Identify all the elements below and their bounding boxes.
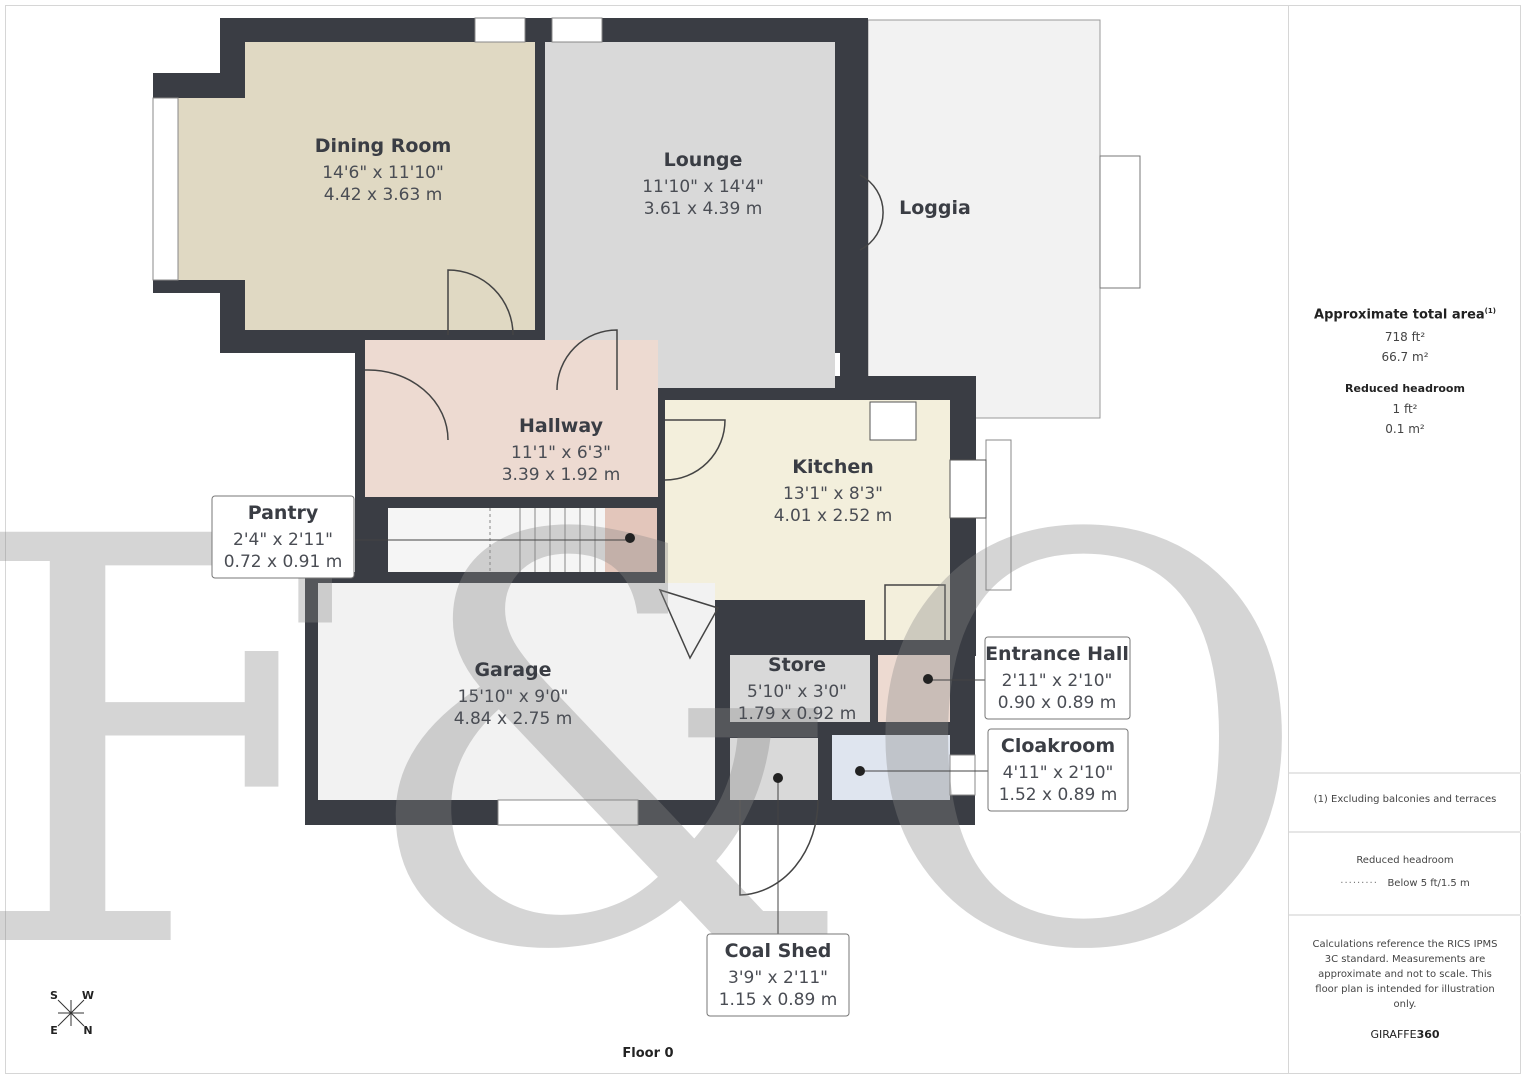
room-name: Coal Shed [725, 940, 832, 962]
loggia-window [1099, 155, 1141, 289]
entrance-hall [878, 655, 950, 722]
room-name: Garage [474, 659, 551, 681]
door-swing [884, 584, 946, 640]
room-dim-imperial: 2'11" x 2'10" [1002, 671, 1113, 691]
total-area-ft: 718 ft² [1384, 330, 1426, 345]
room-dim-imperial: 2'4" x 2'11" [233, 530, 333, 550]
room-dim-metric: 3.61 x 4.39 m [644, 199, 763, 219]
room-name: Cloakroom [1001, 735, 1115, 757]
room-dim-imperial: 11'1" x 6'3" [511, 443, 611, 463]
room-dim-imperial: 4'11" x 2'10" [1003, 763, 1114, 783]
total-area-title: Approximate total area [1314, 307, 1485, 323]
door-swing [739, 799, 819, 896]
room-dim-imperial: 5'10" x 3'0" [747, 682, 847, 702]
leader-dot [855, 766, 865, 776]
cloakroom [832, 735, 950, 800]
reduced-headroom-m: 0.1 m² [1385, 422, 1425, 437]
floor-plan: F&O Dining Room 14'6" x 11'10" 4.42 x 3.… [0, 17, 1288, 1073]
room-dim-metric: 4.42 x 3.63 m [324, 185, 443, 205]
kitchen [665, 400, 950, 640]
room-dim-metric: 1.52 x 0.89 m [999, 785, 1118, 805]
room-dim-imperial: 13'1" x 8'3" [783, 484, 883, 504]
footnote-ref: (1) [1484, 307, 1496, 315]
door-swing [556, 329, 618, 391]
room-dim-imperial: 3'9" x 2'11" [728, 968, 828, 988]
compass-icon [57, 999, 85, 1027]
window [949, 754, 976, 796]
door-swing [364, 369, 449, 441]
leader-dot [773, 773, 783, 783]
sink [949, 459, 987, 519]
disclaimer: Calculations reference the RICS IPMS 3C … [1312, 939, 1498, 1010]
room-dim-metric: 1.15 x 0.89 m [719, 990, 838, 1010]
window [152, 97, 179, 281]
room-name: Store [768, 654, 826, 676]
room-name: Kitchen [792, 456, 874, 478]
reduced-headroom-title: Reduced headroom [1345, 382, 1465, 396]
door-swing [658, 588, 720, 660]
brand-logo: GIRAFFE360 [1289, 1028, 1521, 1041]
window [497, 799, 639, 826]
leader-dot [923, 674, 933, 684]
compass-s: S [50, 989, 58, 1002]
page-frame [5, 5, 1521, 1074]
window [551, 17, 603, 43]
window [474, 17, 526, 43]
compass-n: N [83, 1024, 92, 1037]
label-box [706, 933, 850, 1017]
reduced-headroom-ft: 1 ft² [1392, 402, 1418, 417]
dining-room [178, 42, 535, 330]
label-box [987, 728, 1129, 812]
room-dim-metric: 3.39 x 1.92 m [502, 465, 621, 485]
room-dim-metric: 4.01 x 2.52 m [774, 506, 893, 526]
room-dim-metric: 4.84 x 2.75 m [454, 709, 573, 729]
room-dim-metric: 1.79 x 0.92 m [738, 704, 857, 724]
room-name: Hallway [519, 415, 604, 437]
divider [1289, 831, 1521, 833]
total-area-m: 66.7 m² [1381, 350, 1429, 365]
coal-shed [730, 738, 818, 800]
hob [869, 401, 917, 441]
window [985, 439, 1012, 591]
room-name: Pantry [248, 502, 319, 524]
legend-item: ········· Below 5 ft/1.5 m [1340, 878, 1470, 889]
lounge [545, 42, 835, 388]
wall [840, 50, 868, 390]
compass-w: W [82, 989, 94, 1002]
label-box [984, 636, 1131, 720]
brand-a: GIRAFFE [1370, 1028, 1417, 1041]
door-swing [664, 419, 726, 481]
room-name: Entrance Hall [985, 643, 1129, 665]
legend-item-label: Below 5 ft/1.5 m [1387, 878, 1470, 889]
room-name: Loggia [899, 197, 971, 219]
brand-b: 360 [1416, 1028, 1440, 1041]
divider [1289, 914, 1521, 916]
room-dim-imperial: 14'6" x 11'10" [322, 163, 444, 183]
room-name: Dining Room [315, 135, 452, 157]
legend-title: Reduced headroom [1356, 855, 1454, 866]
door-swing [447, 269, 514, 336]
leader-dot [625, 533, 635, 543]
door-swing [859, 174, 884, 251]
divider [1289, 772, 1521, 774]
room-dim-metric: 0.72 x 0.91 m [224, 552, 343, 572]
room-name: Lounge [664, 149, 743, 171]
compass-e: E [50, 1024, 58, 1037]
room-dim-metric: 0.90 x 0.89 m [998, 693, 1117, 713]
total-area: Approximate total area(1) 718 ft² 66.7 m… [1289, 307, 1521, 436]
room-dim-imperial: 11'10" x 14'4" [642, 177, 764, 197]
info-panel: Approximate total area(1) 718 ft² 66.7 m… [1288, 5, 1521, 1074]
room-dim-imperial: 15'10" x 9'0" [458, 687, 569, 707]
store [730, 655, 870, 722]
floor-label: Floor 0 [622, 1046, 674, 1061]
footnote: (1) Excluding balconies and terraces [1313, 794, 1497, 805]
hallway [365, 340, 658, 497]
garage [318, 583, 715, 800]
loggia-area [868, 20, 1100, 418]
label-box [211, 495, 355, 579]
